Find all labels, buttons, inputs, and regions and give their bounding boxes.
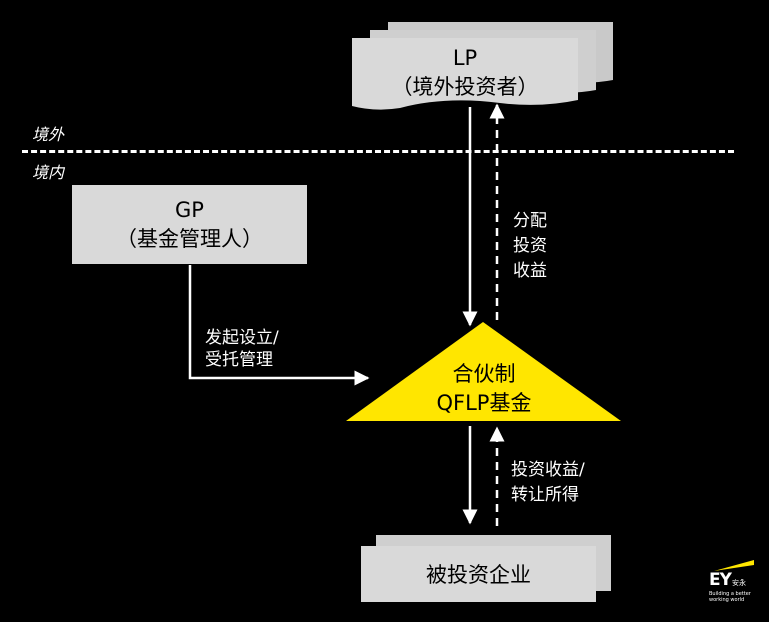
fund-triangle (346, 322, 621, 421)
fund-subtitle: QFLP基金 (436, 391, 532, 415)
ey-logo-tagline1: Building a better (709, 591, 751, 597)
ey-logo-tagline2: working world (709, 597, 745, 603)
fund-to-lp-label-line1: 分配 (513, 211, 547, 231)
ey-logo-brand-cn: 安永 (732, 579, 746, 587)
gp-to-fund-label: 发起设立/ 受托管理 (205, 327, 279, 371)
border-dashed-line (22, 150, 734, 153)
ey-logo: EY 安永 Building a better working world (706, 560, 758, 608)
fund-to-lp-label-line3: 收益 (513, 261, 547, 281)
investee-to-fund-label: 投资收益/ 转让所得 (511, 458, 585, 508)
offshore-label: 境外 (32, 125, 65, 144)
gp-to-fund-label-line2: 受托管理 (205, 350, 273, 370)
fund-label: 合伙制 QFLP基金 (400, 360, 568, 418)
lp-label: LP （境外投资者） (352, 44, 578, 102)
fund-to-lp-label: 分配 投资 收益 (513, 209, 547, 284)
lp-document-stack (352, 22, 613, 110)
ey-logo-brand: EY (709, 570, 732, 590)
investee-label: 被投资企业 (426, 563, 531, 587)
gp-title: GP (175, 198, 204, 222)
fund-to-lp-label-line2: 投资 (513, 236, 547, 256)
fund-title: 合伙制 (452, 362, 516, 386)
lp-subtitle: （境外投资者） (391, 75, 539, 99)
gp-to-fund-arrow (188, 265, 370, 386)
gp-subtitle: （基金管理人） (116, 227, 263, 251)
lp-title: LP (452, 46, 478, 70)
onshore-label: 境内 (32, 163, 65, 182)
investee-to-fund-label-line1: 投资收益/ (511, 460, 585, 480)
gp-box (72, 185, 307, 264)
gp-label: GP （基金管理人） (72, 196, 307, 254)
investee-to-fund-label-line2: 转让所得 (511, 485, 579, 505)
investee-box-stack (361, 535, 611, 602)
ey-logo-beam-icon (714, 560, 754, 571)
gp-to-fund-label-line1: 发起设立/ (205, 328, 279, 348)
